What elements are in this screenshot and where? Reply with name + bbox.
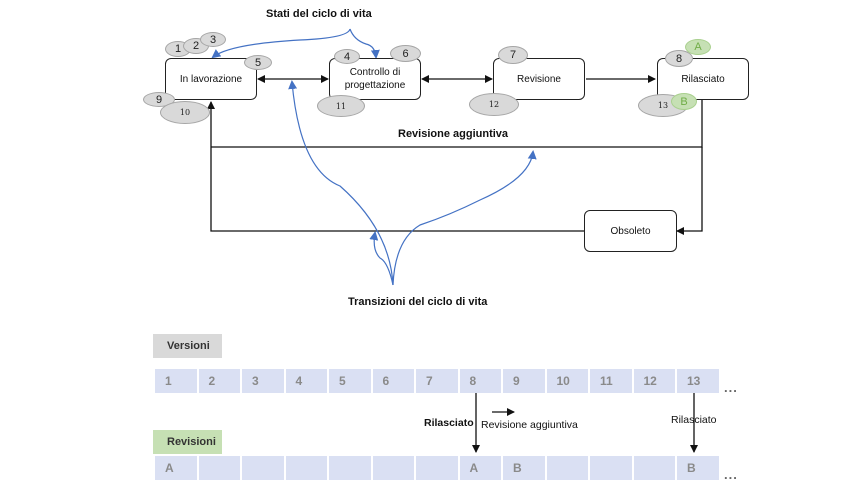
- additional-revision-title: Revisione aggiuntiva: [398, 128, 509, 140]
- versions-ellipsis: ...: [724, 380, 738, 395]
- version-badge: 7: [498, 46, 528, 64]
- version-cell: 4: [285, 369, 327, 393]
- callout-arrow-to-transition-1: [288, 80, 394, 286]
- version-badge: 8: [665, 50, 693, 67]
- revision-cell: [416, 456, 458, 480]
- version-badge: 6: [390, 45, 421, 62]
- version-cell: 13: [677, 369, 719, 393]
- callout-arrow-to-transition-2: [392, 150, 537, 286]
- additional-revision-label: Revisione aggiuntiva: [481, 419, 578, 431]
- revision-cell: [285, 456, 327, 480]
- revisions-header: Revisioni: [153, 430, 222, 454]
- revision-cell: B: [503, 456, 545, 480]
- version-badge: 11: [317, 95, 365, 117]
- version-cell: 9: [503, 369, 545, 393]
- revision-cell: [198, 456, 240, 480]
- version-badge: 4: [334, 49, 360, 64]
- version-cell: 2: [198, 369, 240, 393]
- revisions-ellipsis: ...: [724, 467, 738, 482]
- state-in-lavorazione[interactable]: In lavorazione: [165, 58, 257, 100]
- revision-cell: [329, 456, 371, 480]
- state-controllo-progettazione[interactable]: Controllo di progettazione: [329, 58, 421, 100]
- callout-arrow-to-transition-3: [369, 231, 394, 286]
- revision-cell: A: [459, 456, 501, 480]
- versions-header: Versioni: [153, 334, 222, 358]
- version-badge: 10: [160, 101, 210, 124]
- state-label: Controllo di progettazione: [344, 67, 406, 91]
- released-label-1: Rilasciato: [424, 417, 474, 429]
- callout-arrow-to-controllo: [349, 28, 380, 59]
- version-cell: 8: [459, 369, 501, 393]
- version-cell: 3: [242, 369, 284, 393]
- transitions-callout-title: Transizioni del ciclo di vita: [348, 296, 488, 308]
- revision-cell: A: [155, 456, 197, 480]
- revision-cell: [546, 456, 588, 480]
- version-cell: 10: [546, 369, 588, 393]
- version-badge: 5: [244, 55, 272, 70]
- revision-cell: B: [677, 456, 719, 480]
- state-obsoleto[interactable]: Obsoleto: [584, 210, 677, 252]
- transition-rilasciato-obsoleto: [676, 147, 703, 235]
- callout-arrow-to-lavorazione: [211, 28, 351, 59]
- state-revisione[interactable]: Revisione: [493, 58, 585, 100]
- state-label: Revisione: [517, 73, 561, 85]
- revision-badge-b: B: [671, 93, 697, 110]
- version-cell: 5: [329, 369, 371, 393]
- state-label: Rilasciato: [681, 73, 725, 85]
- revision-cell: [633, 456, 675, 480]
- revision-cell: [372, 456, 414, 480]
- states-callout-title: Stati del ciclo di vita: [266, 8, 372, 20]
- revision-cell: [590, 456, 632, 480]
- revision-badge-a: A: [685, 39, 711, 55]
- version-cell: 11: [590, 369, 632, 393]
- version-badge: 12: [469, 93, 519, 116]
- state-label: Obsoleto: [610, 225, 651, 237]
- version-cell: 12: [633, 369, 675, 393]
- state-label: In lavorazione: [179, 73, 243, 85]
- revision-cell: [242, 456, 284, 480]
- version-badge: 3: [200, 32, 226, 47]
- version-cell: 6: [372, 369, 414, 393]
- version-cell: 1: [155, 369, 197, 393]
- transition-obsoleto-lavorazione: [207, 101, 584, 232]
- released-label-2: Rilasciato: [671, 414, 717, 426]
- version-cell: 7: [416, 369, 458, 393]
